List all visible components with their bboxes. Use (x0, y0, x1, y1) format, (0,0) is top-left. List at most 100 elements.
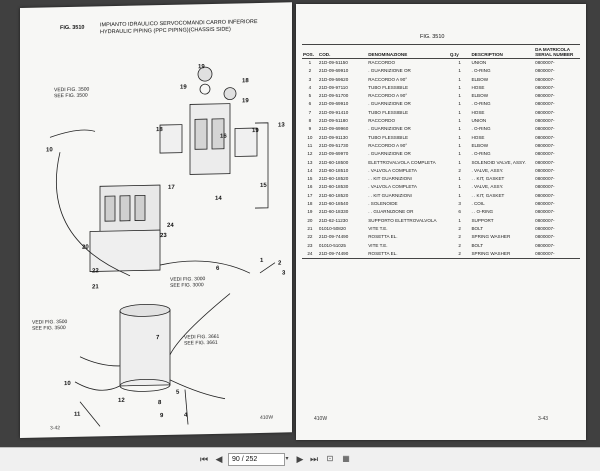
cell-qty: 2 (458, 242, 461, 248)
ref-see-fig-top: VEDI FIG. 3500 SEE FIG. 3500 (54, 86, 90, 100)
cell-cod: 21D-09-69910 (318, 101, 349, 107)
cell-den: RACCORDO (368, 60, 396, 65)
cell-serial: 0800007- (535, 201, 555, 207)
callout-12: 12 (118, 397, 125, 404)
first-page-icon[interactable]: ⏮ (199, 454, 209, 464)
cell-den: RACCORDO A 90° (368, 93, 408, 99)
cell-serial: 0800007- (535, 209, 555, 215)
header-pos: POS. (302, 44, 318, 59)
cell-qty: 3 (458, 201, 461, 207)
callout-11: 11 (74, 411, 81, 418)
right-fig-label: FIG. 3510 (420, 34, 445, 40)
callout-19a: 19 (198, 64, 205, 71)
cell-den: TUBO FLESSIBILE (368, 134, 409, 140)
callout-1: 1 (260, 257, 264, 264)
header-den: DENOMINAZIONE (367, 44, 449, 59)
cell-den: RACCORDO A 90° (368, 76, 408, 82)
cell-qty: 1 (458, 217, 461, 223)
last-page-icon[interactable]: ⏭ (309, 454, 319, 464)
callout-10-top: 10 (46, 147, 53, 154)
cell-den: TUBO FLESSIBILE (368, 84, 409, 90)
cell-pos: 9 (308, 126, 312, 132)
cell-serial: 0800007- (535, 184, 555, 190)
cell-pos: 11 (307, 142, 313, 148)
cell-qty: 2 (458, 234, 461, 240)
left-page-number: 3-42 (50, 425, 61, 432)
callout-6: 6 (216, 265, 220, 272)
cell-serial: 0800007- (535, 159, 555, 165)
page-number-input[interactable]: 90 / 252 (228, 453, 285, 466)
cell-desc: . O-RING (471, 68, 491, 74)
cell-pos: 10 (307, 134, 313, 140)
left-model: 410W (260, 414, 274, 421)
callout-20: 20 (82, 244, 89, 251)
cell-desc: BOLT (471, 225, 484, 231)
cell-qty: 6 (458, 209, 461, 215)
header-cod: COD. (317, 44, 368, 59)
cell-serial: 0800007- (535, 151, 555, 157)
cell-cod: 21D-60-18520 (318, 176, 349, 182)
cell-pos: 12 (307, 151, 313, 157)
cell-den: SUPPORTO ELETTROVALVOLA (368, 217, 437, 223)
callout-19b: 19 (180, 84, 187, 91)
callout-21: 21 (92, 284, 99, 291)
callout-9: 9 (160, 412, 164, 420)
cell-den: RACCORDO (368, 118, 396, 124)
fit-page-icon[interactable]: ⊡ (326, 454, 334, 463)
cell-den: ELETTROVALVOLA COMPLETA (368, 159, 436, 165)
cell-serial: 0800007- (535, 84, 555, 90)
cell-cod: 21D-62-11230 (318, 217, 348, 223)
callout-4: 4 (184, 412, 188, 419)
cell-den: . VALVOLA COMPLETA (368, 184, 417, 190)
cell-desc: SPRING WASHER (471, 234, 511, 240)
cell-cod: 01010-51025 (318, 242, 346, 248)
cell-pos: 2 (308, 68, 312, 74)
cell-qty: 1 (458, 60, 461, 65)
cell-cod: 21D-09-69970 (318, 151, 349, 157)
page-dropdown-icon[interactable]: ▾ (285, 456, 289, 462)
cell-den: . GUARNIZIONE OR (368, 151, 411, 157)
cell-qty: 1 (458, 101, 461, 107)
left-page: FIG. 3510 IMPIANTO IDRAULICO SERVOCOMAND… (20, 2, 292, 439)
cell-desc: HOSE (471, 109, 485, 115)
cell-den: . . GUARNIZIONE OR (368, 209, 414, 215)
cell-cod: 21D-09-74490 (318, 234, 349, 240)
cell-pos: 17 (307, 192, 313, 198)
cell-desc: HOSE (471, 134, 485, 140)
document-viewer[interactable]: FIG. 3510 IMPIANTO IDRAULICO SERVOCOMAND… (0, 0, 600, 447)
next-page-icon[interactable]: ▶ (296, 454, 304, 464)
cell-desc: HOSE (471, 84, 485, 90)
cell-serial: 0800007- (535, 176, 555, 182)
cell-serial: 0800007- (535, 167, 555, 173)
cell-cod: 21D-09-69960 (318, 126, 349, 132)
cell-pos: 14 (307, 167, 313, 173)
cell-cod: 21D-09-97110 (318, 84, 348, 90)
cell-pos: 1 (308, 60, 312, 65)
cell-serial: 0800007- (535, 60, 555, 65)
cell-pos: 22 (307, 234, 313, 240)
cell-pos: 6 (308, 101, 312, 107)
cell-desc: . . KIT, GASKET (471, 176, 505, 182)
cell-qty: 1 (458, 184, 461, 190)
cell-den: ROSETTA EL. (368, 234, 398, 240)
cell-den: VITE T.E. (368, 242, 388, 248)
view-mode-icon[interactable]: ▦ (342, 454, 350, 463)
left-fig-label: FIG. 3510 (60, 24, 85, 32)
header-qty: Q.ty (448, 44, 471, 59)
header-serial: DA MATRICOLA SERIAL NUMBER (534, 44, 580, 59)
cell-pos: 24 (302, 249, 318, 260)
cell-desc: . VALVE, ASSY. (471, 167, 504, 173)
cell-cod: 21D-09-51150 (318, 60, 348, 65)
callout-13: 13 (278, 122, 285, 129)
cell-cod: 21D-60-18500 (318, 159, 349, 165)
prev-page-icon[interactable]: ◀ (215, 454, 223, 464)
cell-serial: 0800007- (535, 76, 555, 82)
cell-desc: . . O-RING (471, 209, 494, 215)
